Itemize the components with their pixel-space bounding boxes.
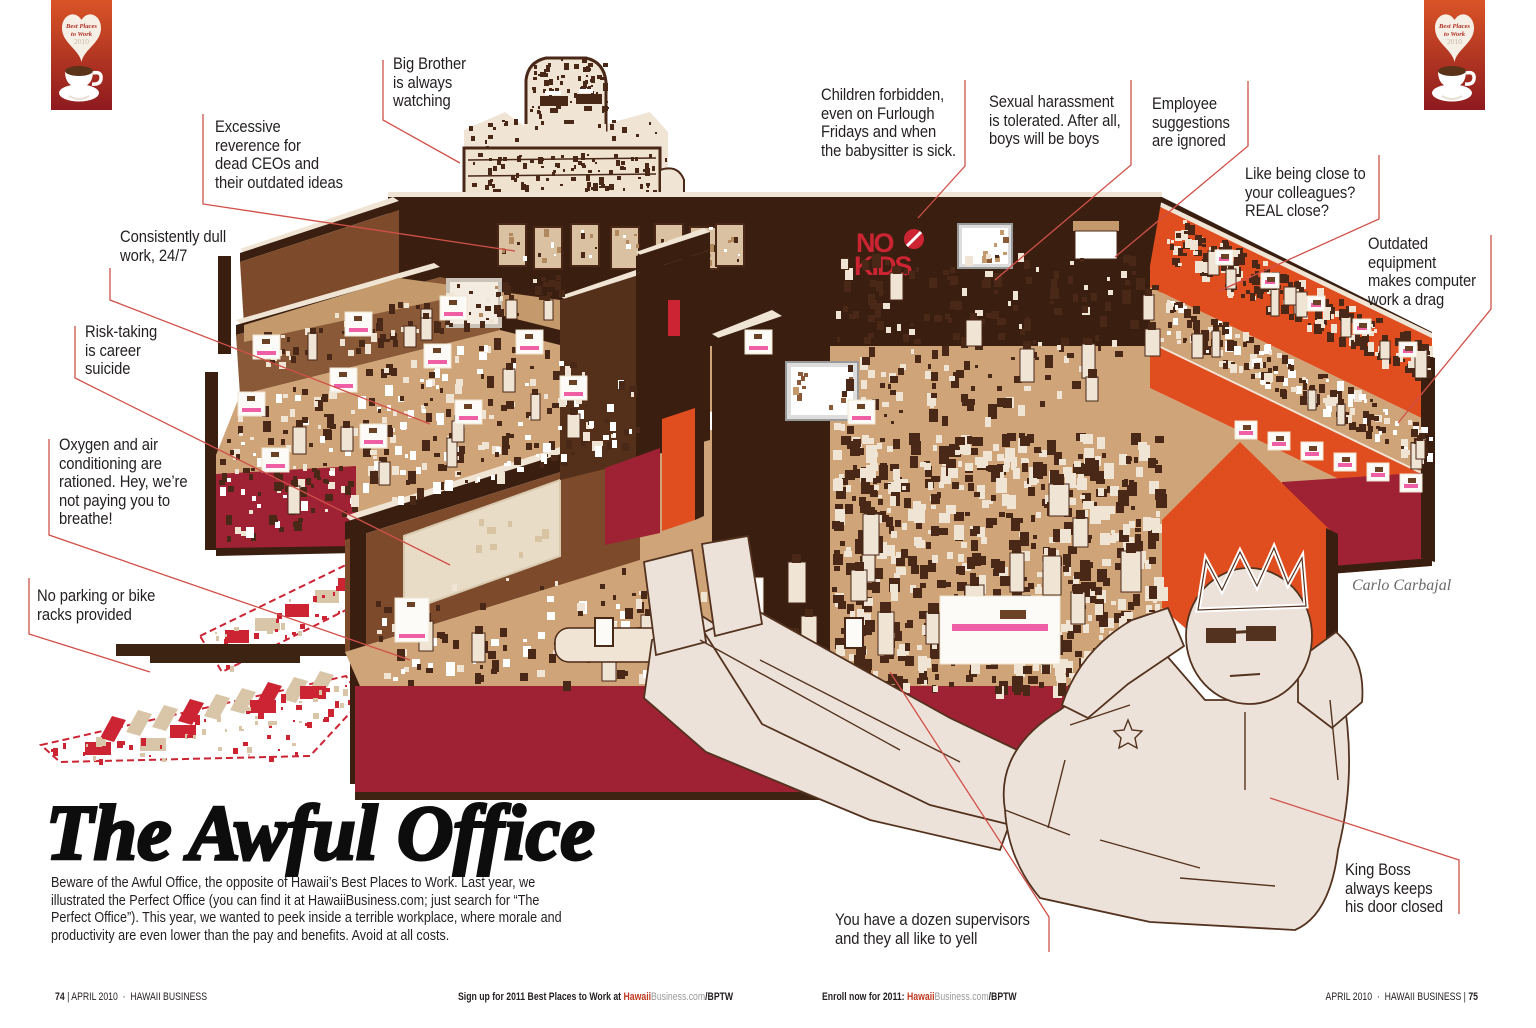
svg-text:Carlo Carbajal: Carlo Carbajal <box>1352 577 1452 594</box>
svg-text:2010: 2010 <box>74 37 89 46</box>
svg-text:Best Places: Best Places <box>65 23 97 30</box>
svg-text:to Work: to Work <box>1444 31 1466 38</box>
svg-text:to Work: to Work <box>71 31 93 38</box>
svg-text:Best Places: Best Places <box>1438 23 1470 30</box>
svg-text:2010: 2010 <box>1447 37 1462 46</box>
